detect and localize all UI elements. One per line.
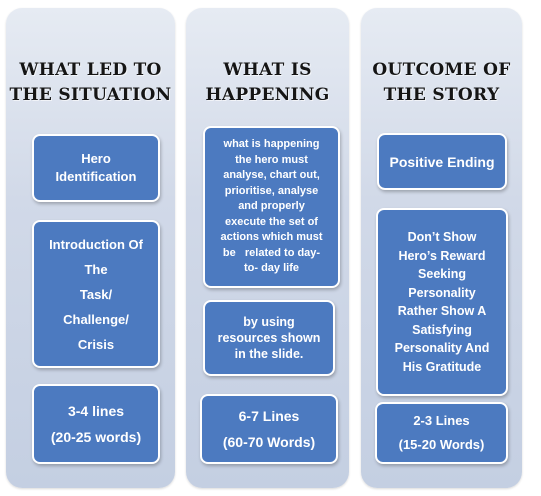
box-line: Personality: [408, 285, 476, 300]
heading-line: WHAT LED TO: [19, 60, 162, 80]
positive-ending-box: Positive Ending: [377, 133, 507, 190]
box-line: Personality And: [394, 341, 490, 355]
box-line: 2-3 Lines: [413, 413, 470, 428]
heading-line: HAPPENING: [205, 85, 330, 105]
box-line: in the slide.: [234, 347, 304, 361]
box-line: Identification: [55, 169, 137, 184]
heading-line: WHAT IS: [223, 60, 312, 80]
hero-identification-box: Hero Identification: [32, 134, 160, 202]
box-line: Challenge/: [63, 311, 129, 327]
box-line: Task/: [79, 286, 113, 302]
box-line: Seeking: [418, 267, 466, 281]
resources-box: by using resources shown in the slide.: [203, 300, 335, 376]
box-line: (20-25 words): [50, 429, 142, 445]
box-line: and properly: [238, 200, 305, 213]
box-line: Introduction Of: [49, 236, 143, 252]
outcome-description-box: Don’t Show Hero’s Reward Seeking Persona…: [376, 208, 508, 396]
box-line: prioritise, analyse: [224, 184, 319, 197]
box-line: (15-20 Words): [398, 437, 485, 452]
heading-line: THE SITUATION: [9, 85, 172, 105]
box-line: Positive Ending: [389, 153, 495, 170]
box-line: Rather Show A: [397, 304, 487, 318]
length-box: 3-4 lines (20-25 words): [32, 384, 160, 464]
column-what-led-to-situation: WHAT LED TO THE SITUATION Hero Identific…: [6, 8, 175, 488]
heading-line: OUTCOME OF: [372, 60, 511, 80]
box-line: the hero must: [235, 153, 308, 166]
box-line: Hero’s Reward: [398, 248, 486, 263]
box-line: 3-4 lines: [67, 403, 125, 419]
box-line: Hero: [81, 151, 111, 166]
heading-line: THE STORY: [383, 85, 500, 105]
what-is-happening-box: what is happening the hero must analyse,…: [203, 126, 340, 288]
box-line: be related to day-: [222, 246, 321, 259]
box-line: 6-7 Lines: [238, 408, 300, 424]
box-line: to- day life: [243, 262, 299, 275]
length-box: 2-3 Lines (15-20 Words): [375, 402, 508, 464]
box-line: actions which must: [220, 231, 323, 244]
introduction-task-box: Introduction Of The Task/ Challenge/ Cri…: [32, 220, 160, 368]
box-line: Crisis: [77, 336, 115, 352]
box-line: (60-70 Words): [222, 434, 316, 450]
column-what-is-happening: WHAT IS HAPPENING what is happening the …: [186, 8, 349, 488]
box-line: The: [84, 261, 108, 277]
box-line: what is happening: [223, 138, 320, 151]
box-line: Don’t Show: [407, 230, 477, 244]
box-line: by using: [243, 315, 295, 329]
column-heading: WHAT IS HAPPENING: [186, 58, 349, 108]
box-line: analyse, chart out,: [223, 169, 320, 182]
length-box: 6-7 Lines (60-70 Words): [200, 394, 338, 464]
column-outcome-of-story: OUTCOME OF THE STORY Positive Ending Don…: [361, 8, 522, 488]
box-line: Satisfying: [412, 322, 472, 337]
column-heading: WHAT LED TO THE SITUATION: [6, 58, 175, 108]
column-heading: OUTCOME OF THE STORY: [361, 58, 522, 108]
box-line: execute the set of: [225, 215, 318, 228]
box-line: resources shown: [217, 331, 321, 345]
box-line: His Gratitude: [402, 359, 482, 374]
